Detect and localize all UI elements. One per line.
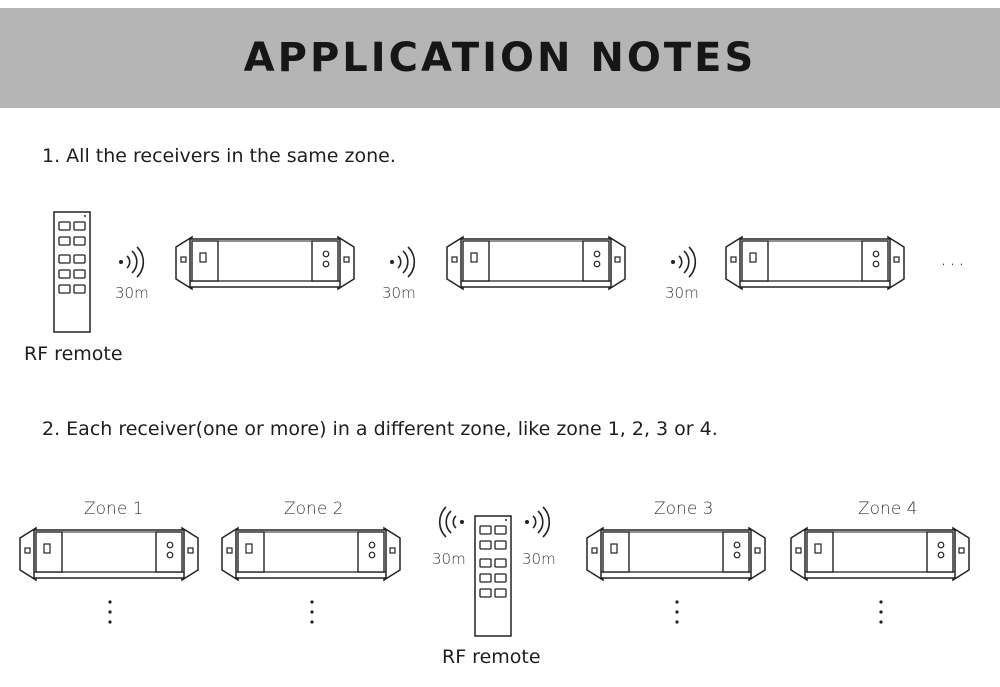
section1-heading: 1. All the receivers in the same zone.: [42, 145, 396, 167]
receiver-module-icon: [586, 527, 766, 581]
zone-label-2: Zone 2: [284, 499, 344, 519]
section1-distance-label-1: 30m: [115, 284, 149, 302]
more-receivers-dots-icon: [108, 600, 112, 624]
signal-waves-icon: [524, 506, 551, 538]
zone-label-4: Zone 4: [858, 499, 918, 519]
zone-label-1: Zone 1: [84, 499, 144, 519]
receiver-module-icon: [19, 527, 199, 581]
section1-remote-label: RF remote: [24, 343, 123, 365]
more-receivers-dots-icon: [675, 600, 679, 624]
receiver-module-icon: [725, 236, 905, 290]
header-band: [0, 8, 1000, 108]
more-receivers-dots-icon: [879, 600, 883, 624]
page-title: APPLICATION NOTES: [243, 35, 757, 81]
zone-label-3: Zone 3: [654, 499, 714, 519]
section1-distance-label-3: 30m: [665, 284, 699, 302]
signal-waves-icon: [389, 246, 416, 278]
section2-distance-label-left: 30m: [432, 550, 466, 568]
section2-heading: 2. Each receiver(one or more) in a diffe…: [42, 418, 718, 440]
receiver-module-icon: [446, 236, 626, 290]
rf-remote-icon: [474, 515, 512, 637]
rf-remote-icon: [53, 211, 91, 333]
receiver-module-icon: [790, 527, 970, 581]
receiver-module-icon: [175, 236, 355, 290]
section2-distance-label-right: 30m: [522, 550, 556, 568]
signal-waves-icon: [670, 246, 697, 278]
signal-waves-icon: [118, 246, 145, 278]
more-receivers-dots-icon: [310, 600, 314, 624]
section2-remote-label: RF remote: [442, 646, 541, 668]
receiver-module-icon: [221, 527, 401, 581]
section1-distance-label-2: 30m: [382, 284, 416, 302]
continuation-ellipsis: ...: [940, 246, 967, 271]
signal-waves-icon: [438, 506, 465, 538]
